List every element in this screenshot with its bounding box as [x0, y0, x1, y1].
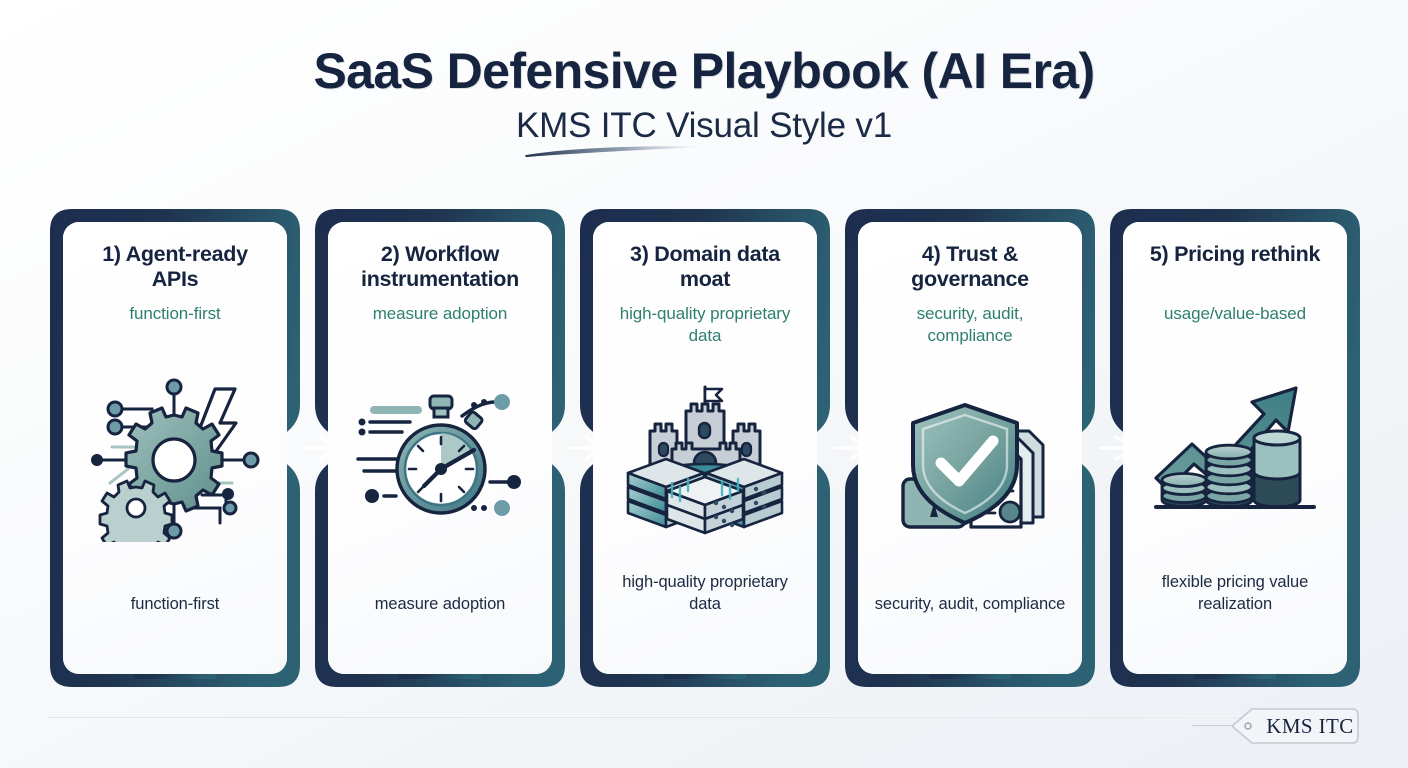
- card-title-2: 2) Workflow instrumentation: [361, 242, 519, 291]
- playbook-card-1[interactable]: 1) Agent-ready APIs function-first: [50, 209, 300, 687]
- footer-badge: KMS ITC: [1192, 707, 1360, 745]
- card-footnote-2: measure adoption: [374, 595, 506, 614]
- playbook-card-2[interactable]: 2) Workflow instrumentation measure adop…: [315, 209, 565, 687]
- card-subtitle-3: high-quality proprietary data: [619, 304, 791, 345]
- card-subtitle-1: function-first: [129, 304, 221, 323]
- page-title: SaaS Defensive Playbook (AI Era): [313, 43, 1095, 99]
- card-title-1: 1) Agent-ready APIs: [102, 242, 248, 291]
- card-title-5: 5) Pricing rethink: [1149, 242, 1321, 266]
- swoosh-underline-icon: [525, 146, 706, 158]
- playbook-card-5[interactable]: 5) Pricing rethink usage/value-based: [1110, 209, 1360, 687]
- card-footnote-3: high-quality proprietary data: [622, 573, 788, 614]
- playbook-steps-row: 1) Agent-ready APIs function-first: [50, 209, 1360, 687]
- castle-moat-icon: [607, 347, 803, 573]
- footer-divider: [48, 716, 1360, 718]
- tag-shape-icon: [1231, 708, 1359, 744]
- card-content-3: 3) Domain data moat high-quality proprie…: [593, 222, 817, 674]
- header: SaaS Defensive Playbook (AI Era) KMS ITC…: [0, 0, 1408, 190]
- footer-badge-label: KMS ITC: [1266, 714, 1354, 738]
- card-footnote-4: security, audit, compliance: [874, 595, 1066, 614]
- card-title-4: 4) Trust & governance: [911, 242, 1029, 291]
- card-title-3: 3) Domain data moat: [630, 242, 780, 291]
- gear-network-icon: [77, 325, 273, 594]
- card-content-4: 4) Trust & governance security, audit, c…: [858, 222, 1082, 674]
- card-subtitle-5: usage/value-based: [1164, 304, 1306, 323]
- card-content-1: 1) Agent-ready APIs function-first: [63, 222, 287, 674]
- card-content-5: 5) Pricing rethink usage/value-based: [1123, 222, 1347, 674]
- card-subtitle-4: security, audit, compliance: [916, 304, 1024, 345]
- badge-leader-line: [1192, 725, 1232, 726]
- page-subtitle-group: KMS ITC Visual Style v1: [516, 106, 892, 158]
- stopwatch-icon: [342, 325, 538, 594]
- card-content-2: 2) Workflow instrumentation measure adop…: [328, 222, 552, 674]
- playbook-card-4[interactable]: 4) Trust & governance security, audit, c…: [845, 209, 1095, 687]
- page-subtitle: KMS ITC Visual Style v1: [516, 106, 892, 145]
- card-subtitle-2: measure adoption: [372, 304, 508, 323]
- shield-lock-documents-icon: [872, 347, 1068, 595]
- playbook-card-3[interactable]: 3) Domain data moat high-quality proprie…: [580, 209, 830, 687]
- card-footnote-1: function-first: [130, 595, 220, 614]
- growth-chart-coins-icon: [1137, 325, 1333, 573]
- card-footnote-5: flexible pricing value realization: [1161, 573, 1309, 614]
